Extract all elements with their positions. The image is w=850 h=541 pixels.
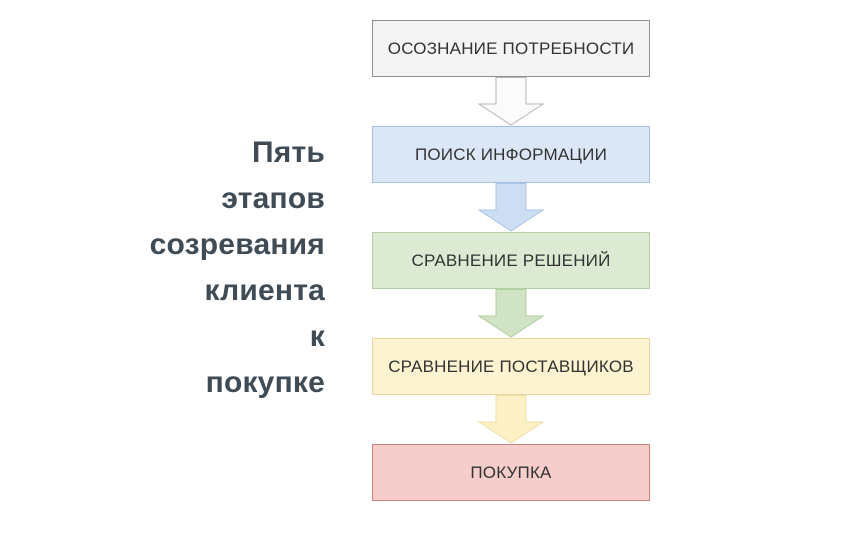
stage-label: СРАВНЕНИЕ ПОСТАВЩИКОВ [388,356,634,376]
stage-box-need-recognition: ОСОЗНАНИЕ ПОТРЕБНОСТИ [372,20,650,77]
down-arrow-icon [478,289,544,338]
stage-box-solutions-comparison: СРАВНЕНИЕ РЕШЕНИЙ [372,232,650,289]
title-line: этапов [221,182,325,215]
stage-label: ОСОЗНАНИЕ ПОТРЕБНОСТИ [387,38,635,58]
down-arrow-icon [478,183,544,232]
title-line: клиента [204,274,325,307]
stage-label: СРАВНЕНИЕ РЕШЕНИЙ [411,250,611,270]
down-arrow-icon [478,395,544,444]
stage-box-purchase: ПОКУПКА [372,444,650,501]
title-line: Пять [251,136,325,169]
title-line: созревания [149,228,325,261]
title-line: к [309,320,325,353]
down-arrow-icon [478,77,544,126]
stage-label: ПОКУПКА [470,462,552,482]
diagram-title: Пять этапов созревания клиента к покупке [150,130,325,406]
title-line: покупке [205,366,325,399]
stage-box-information-search: ПОИСК ИНФОРМАЦИИ [372,126,650,183]
stage-box-suppliers-comparison: СРАВНЕНИЕ ПОСТАВЩИКОВ [372,338,650,395]
stage-label: ПОИСК ИНФОРМАЦИИ [414,144,608,164]
